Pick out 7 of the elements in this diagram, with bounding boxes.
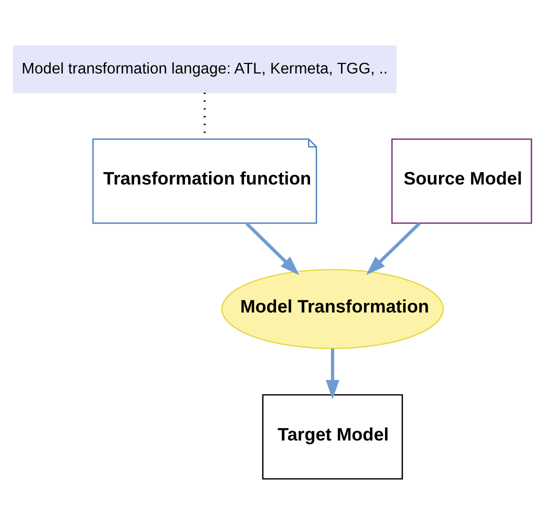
arrow <box>326 348 340 400</box>
arrow <box>245 222 300 276</box>
node-box: Model transformation langage: ATL, Kermeta, TGG, .. <box>12 46 396 94</box>
node-ellipse: Model Transformation <box>221 268 444 350</box>
arrow <box>366 222 421 276</box>
node-box: Target Model <box>262 394 403 480</box>
node-box: Source Model <box>391 138 532 224</box>
